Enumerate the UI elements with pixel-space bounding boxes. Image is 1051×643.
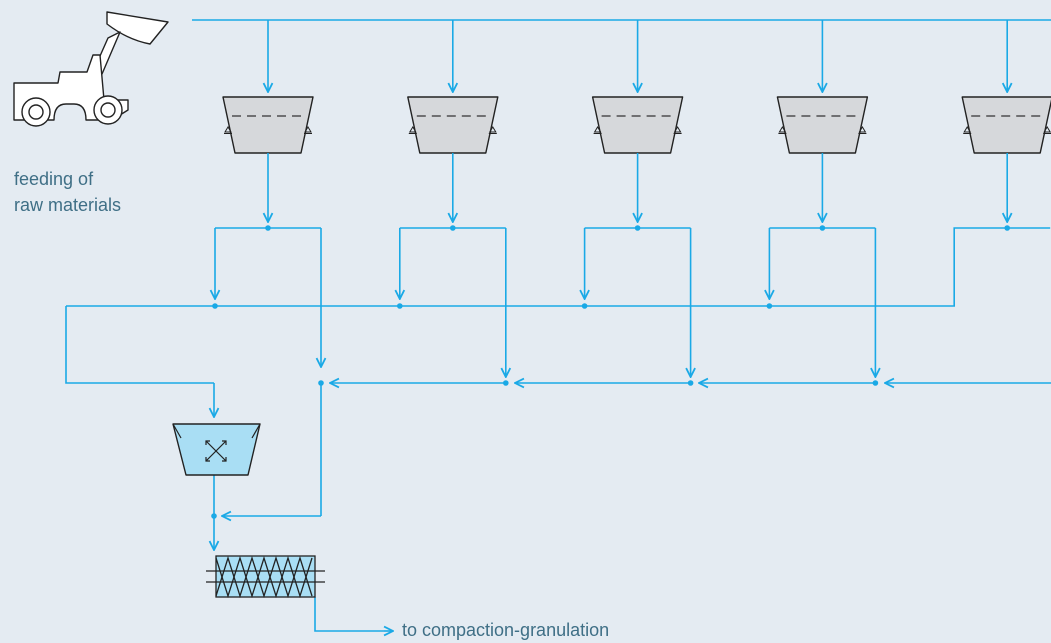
output-line <box>314 597 384 632</box>
feeding-label-line-2: raw materials <box>14 195 122 215</box>
junction-dot <box>687 380 694 386</box>
hopper-row <box>222 96 1051 154</box>
screw-conveyor-icon <box>206 555 325 599</box>
bus-line-1 <box>66 227 1051 307</box>
dosing-hopper-icon <box>961 96 1051 154</box>
dosing-hopper-icon <box>407 96 499 154</box>
output-label: to compaction-granulation <box>402 620 610 640</box>
dosing-hopper-icon <box>776 96 869 154</box>
dosing-hopper-icon <box>591 96 684 154</box>
feeding-label-line-1: feeding of <box>14 169 94 189</box>
mixer-icon <box>172 423 261 476</box>
dosing-hopper-icon <box>222 96 314 154</box>
bus-line-1-drop <box>65 306 214 384</box>
front-loader-icon <box>13 11 169 127</box>
flow-lines <box>65 20 1051 632</box>
feeding-label: feeding of raw materials <box>14 166 121 218</box>
